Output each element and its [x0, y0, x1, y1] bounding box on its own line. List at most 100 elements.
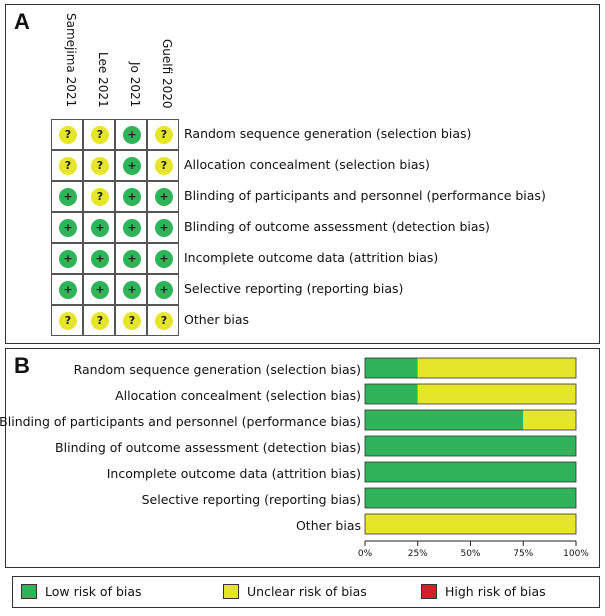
- grid-cell: +: [115, 243, 147, 274]
- low-risk-dot: +: [91, 219, 109, 237]
- category-label: Other bias: [295, 518, 361, 533]
- x-tick-label: 25%: [408, 549, 428, 559]
- risk-of-bias-summary-panel: A Samejima 2021 Lee 2021 Jo 2021 Guelfi …: [5, 4, 600, 344]
- domain-label: Random sequence generation (selection bi…: [184, 126, 472, 141]
- grid-cell: +: [51, 274, 83, 305]
- low-risk-dot: +: [155, 281, 173, 299]
- bar-segment: [417, 384, 576, 404]
- unclear-risk-dot: ?: [59, 126, 77, 144]
- study-label: Guelfi 2020: [160, 39, 174, 109]
- grid-cell: +: [83, 274, 115, 305]
- x-tick-label: 50%: [460, 549, 480, 559]
- panel-a-letter: A: [14, 9, 30, 34]
- grid-cell: ?: [83, 181, 115, 212]
- bar-segment: [365, 410, 524, 430]
- legend-label: Low risk of bias: [45, 584, 142, 599]
- low-risk-dot: +: [123, 157, 141, 175]
- unclear-risk-dot: ?: [91, 157, 109, 175]
- category-label: Blinding of participants and personnel (…: [0, 414, 361, 429]
- legend-swatch-high: [421, 584, 437, 599]
- low-risk-dot: +: [59, 250, 77, 268]
- grid-cell: +: [51, 181, 83, 212]
- unclear-risk-dot: ?: [155, 157, 173, 175]
- bar-outline: [364, 461, 577, 483]
- legend-swatch-unclear: [223, 584, 239, 599]
- low-risk-dot: +: [155, 219, 173, 237]
- panel-b-letter: B: [14, 353, 30, 378]
- category-label: Random sequence generation (selection bi…: [73, 362, 361, 377]
- bar-segment: [365, 358, 418, 378]
- grid-cell: +: [83, 212, 115, 243]
- risk-of-bias-graph-panel: B Random sequence generation (selection …: [0, 348, 600, 568]
- bar-segment: [365, 514, 576, 534]
- low-risk-dot: +: [123, 126, 141, 144]
- unclear-risk-dot: ?: [123, 312, 141, 330]
- grid-cell: +: [115, 274, 147, 305]
- category-label: Incomplete outcome data (attrition bias): [106, 466, 361, 481]
- unclear-risk-dot: ?: [91, 188, 109, 206]
- legend-label: Unclear risk of bias: [247, 584, 367, 599]
- grid-cell: +: [83, 243, 115, 274]
- domain-label: Allocation concealment (selection bias): [184, 157, 430, 172]
- domain-label: Other bias: [184, 312, 250, 327]
- grid-cell: ?: [83, 305, 115, 336]
- legend-swatch-low: [21, 584, 37, 599]
- grid-cell: ?: [51, 305, 83, 336]
- low-risk-dot: +: [59, 219, 77, 237]
- grid-cell: +: [51, 212, 83, 243]
- low-risk-dot: +: [123, 250, 141, 268]
- x-tick-label: 75%: [513, 549, 533, 559]
- grid-cell: +: [147, 243, 179, 274]
- low-risk-dot: +: [59, 281, 77, 299]
- grid-cell: +: [115, 150, 147, 181]
- grid-cell: ?: [115, 305, 147, 336]
- stacked-bar-chart: 0%25%50%75%100%: [358, 357, 589, 559]
- bar-segment: [365, 384, 418, 404]
- bar-outline: [364, 383, 577, 405]
- low-risk-dot: +: [123, 188, 141, 206]
- bar-segment: [417, 358, 576, 378]
- grid-cell: ?: [83, 119, 115, 150]
- unclear-risk-dot: ?: [91, 312, 109, 330]
- grid-cell: ?: [147, 119, 179, 150]
- unclear-risk-dot: ?: [91, 126, 109, 144]
- grid-cell: ?: [51, 150, 83, 181]
- low-risk-dot: +: [91, 250, 109, 268]
- unclear-risk-dot: ?: [155, 312, 173, 330]
- grid-cell: ?: [51, 119, 83, 150]
- low-risk-dot: +: [155, 188, 173, 206]
- grid-cell: +: [115, 119, 147, 150]
- grid-cell: ?: [147, 150, 179, 181]
- low-risk-dot: +: [123, 281, 141, 299]
- bar-outline: [364, 409, 577, 431]
- bar-segment: [365, 436, 576, 456]
- study-label: Jo 2021: [128, 62, 142, 108]
- unclear-risk-dot: ?: [59, 157, 77, 175]
- low-risk-dot: +: [59, 188, 77, 206]
- legend: Low risk of bias Unclear risk of bias Hi…: [12, 576, 600, 608]
- study-label: Lee 2021: [96, 52, 110, 108]
- bar-segment: [523, 410, 576, 430]
- grid-cell: +: [51, 243, 83, 274]
- grid-cell: +: [147, 181, 179, 212]
- unclear-risk-dot: ?: [155, 126, 173, 144]
- x-tick-label: 100%: [563, 549, 589, 559]
- grid-cell: ?: [83, 150, 115, 181]
- grid-cell: ?: [147, 305, 179, 336]
- study-label: Samejima 2021: [64, 13, 78, 108]
- domain-label: Selective reporting (reporting bias): [184, 281, 404, 296]
- grid-cell: +: [147, 212, 179, 243]
- category-label: Allocation concealment (selection bias): [115, 388, 361, 403]
- bar-segment: [365, 462, 576, 482]
- grid-cell: +: [115, 181, 147, 212]
- bar-outline: [364, 513, 577, 535]
- bar-segment: [365, 488, 576, 508]
- domain-label: Blinding of outcome assessment (detectio…: [184, 219, 490, 234]
- bar-outline: [364, 487, 577, 509]
- unclear-risk-dot: ?: [59, 312, 77, 330]
- low-risk-dot: +: [155, 250, 173, 268]
- domain-label: Incomplete outcome data (attrition bias): [184, 250, 439, 265]
- grid-cell: +: [115, 212, 147, 243]
- domain-label: Blinding of participants and personnel (…: [184, 188, 546, 203]
- category-label: Selective reporting (reporting bias): [141, 492, 361, 507]
